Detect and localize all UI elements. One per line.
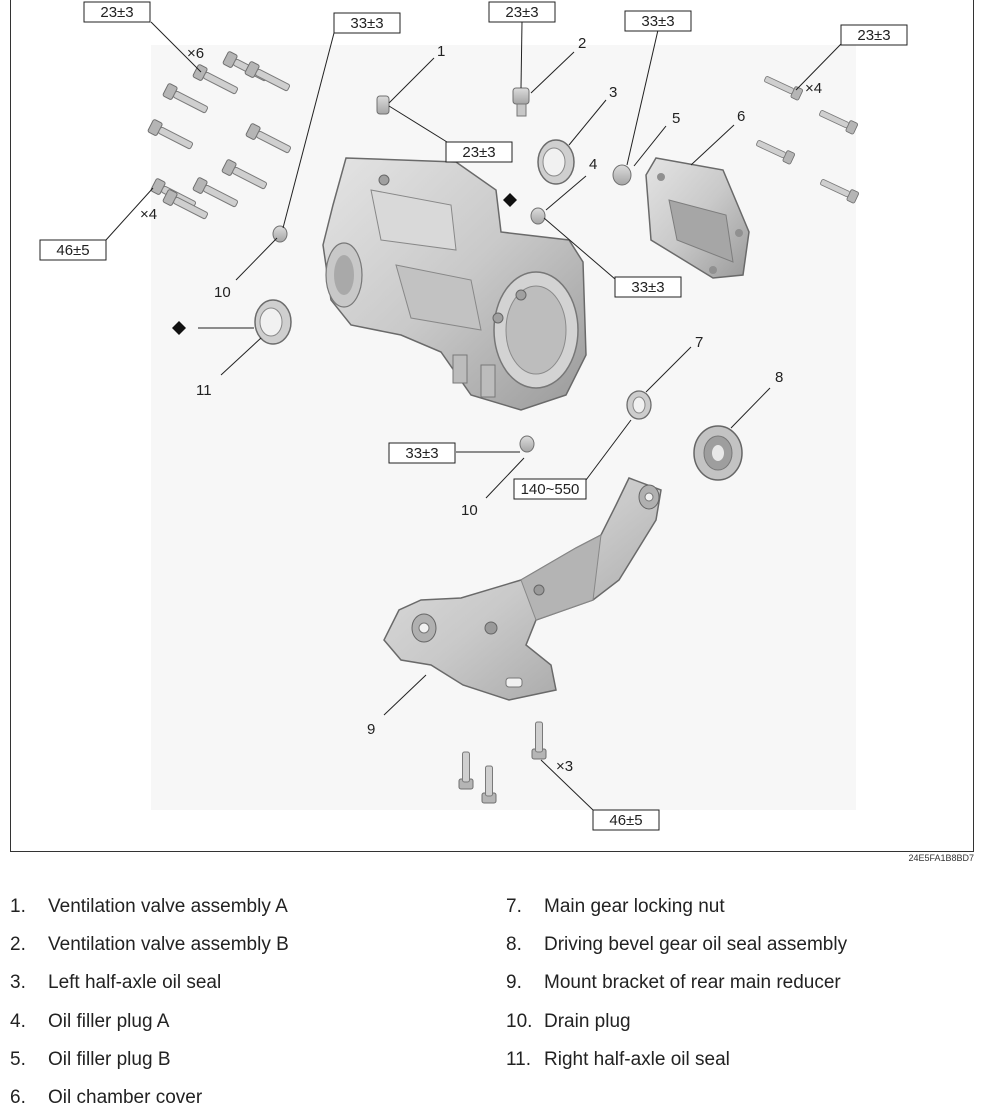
multiplier-label: ×4	[140, 206, 157, 223]
ventilation-valve-b	[512, 87, 530, 117]
torque-label: 23±3	[100, 4, 133, 21]
leader-lines	[105, 21, 842, 811]
torque-label: 33±3	[405, 445, 438, 462]
oil-chamber-cover	[645, 157, 750, 279]
callout-number: 7	[695, 334, 703, 351]
oil-filler-plug-b	[612, 164, 632, 186]
multiplier-label: ×4	[805, 80, 822, 97]
torque-label: 33±3	[631, 279, 664, 296]
sealant-marker-diamond	[172, 321, 186, 335]
torque-label: 23±3	[462, 144, 495, 161]
torque-label: 46±5	[609, 812, 642, 829]
legend-text: Oil chamber cover	[48, 1087, 203, 1109]
oil-filler-plug-a	[530, 207, 546, 225]
torque-label: 46±5	[56, 242, 89, 259]
callout-number: 2	[578, 35, 586, 52]
legend-text: Ventilation valve assembly B	[48, 934, 289, 956]
callout-number: 6	[737, 108, 745, 125]
legend-right: 7. Main gear locking nut 8. Driving bevel …	[506, 888, 847, 1079]
legend-number: 10.	[506, 1010, 533, 1032]
torque-label: 23±3	[505, 4, 538, 21]
callout-number: 10	[461, 502, 478, 519]
legend-left: 1. Ventilation valve assembly A 2. Ventila…	[10, 888, 289, 1117]
legend-number: 7.	[506, 896, 522, 917]
legend-text: Driving bevel gear oil seal assembly	[544, 934, 848, 956]
callout-number: 4	[589, 156, 597, 173]
legend-number: 9.	[506, 972, 522, 994]
torque-label: 33±3	[641, 13, 674, 30]
callout-number: 3	[609, 84, 617, 101]
torque-label: 140~550	[521, 481, 580, 498]
multiplier-label: ×6	[187, 45, 204, 62]
figure-code: 24E5FA1B8BD7	[908, 853, 974, 863]
legend-item: 7. Main gear locking nut	[506, 888, 847, 926]
legend-item: 6. Oil chamber cover	[10, 1079, 289, 1117]
legend-text: Mount bracket of rear main reducer	[544, 972, 841, 994]
legend-item: 2. Ventilation valve assembly B	[10, 926, 289, 964]
legend-number: 3.	[10, 972, 26, 994]
multiplier-label: ×3	[556, 758, 573, 775]
reducer-housing	[322, 157, 587, 411]
callout-number: 5	[672, 110, 680, 127]
main-gear-locking-nut	[626, 390, 652, 420]
right-half-axle-oil-seal	[254, 299, 292, 345]
legend-item: 1. Ventilation valve assembly A	[10, 888, 289, 926]
legend-number: 2.	[10, 934, 26, 956]
callout-number: 8	[775, 369, 783, 386]
callout-number: 10	[214, 284, 231, 301]
left-half-axle-oil-seal	[537, 139, 575, 185]
legend-text: Main gear locking nut	[544, 896, 725, 917]
mount-bracket	[383, 477, 662, 701]
legend-text: Oil filler plug B	[48, 1048, 171, 1070]
ventilation-valve-a	[376, 95, 390, 115]
torque-labels: 23±3 33±3 23±3 33±3 23±3 46±5 23±3 33±3 …	[39, 1, 908, 831]
legend-item: 10. Drain plug	[506, 1003, 847, 1041]
legend-number: 5.	[10, 1048, 26, 1070]
callout-number: 1	[437, 43, 445, 60]
torque-label: 33±3	[350, 15, 383, 32]
legend-number: 11.	[506, 1048, 532, 1070]
legend-number: 4.	[10, 1010, 26, 1032]
legend-text: Right half-axle oil seal	[544, 1048, 730, 1070]
legend-item: 9. Mount bracket of rear main reducer	[506, 964, 847, 1002]
callout-number: 9	[367, 721, 375, 738]
callout-number: 11	[196, 382, 212, 399]
callout-numbers: 1 2 3 4 5 6 7 8 9 10 10 11	[196, 35, 783, 738]
legend-item: 3. Left half-axle oil seal	[10, 964, 289, 1002]
driving-bevel-gear-oil-seal	[693, 425, 743, 481]
diagram-canvas: 23±3 33±3 23±3 33±3 23±3 46±5 23±3 33±3 …	[39, 1, 908, 831]
torque-label: 23±3	[857, 27, 890, 44]
legend-number: 1.	[10, 896, 26, 917]
quantity-multipliers: ×6 ×4 ×4 ×3	[140, 45, 822, 775]
legend-text: Oil filler plug A	[48, 1010, 170, 1032]
legend-number: 8.	[506, 934, 522, 956]
legend-item: 11. Right half-axle oil seal	[506, 1041, 847, 1079]
legend-item: 8. Driving bevel gear oil seal assembly	[506, 926, 847, 964]
drain-plug-lower	[519, 435, 535, 453]
legend-text: Left half-axle oil seal	[48, 972, 222, 994]
sealant-marker-diamond	[503, 193, 517, 207]
legend-item: 5. Oil filler plug B	[10, 1041, 289, 1079]
legend-text: Drain plug	[544, 1010, 631, 1032]
legend-number: 6.	[10, 1087, 26, 1109]
legend-item: 4. Oil filler plug A	[10, 1003, 289, 1041]
exploded-parts-diagram: 23±3 33±3 23±3 33±3 23±3 46±5 23±3 33±3 …	[10, 0, 974, 852]
legend-text: Ventilation valve assembly A	[48, 896, 288, 917]
